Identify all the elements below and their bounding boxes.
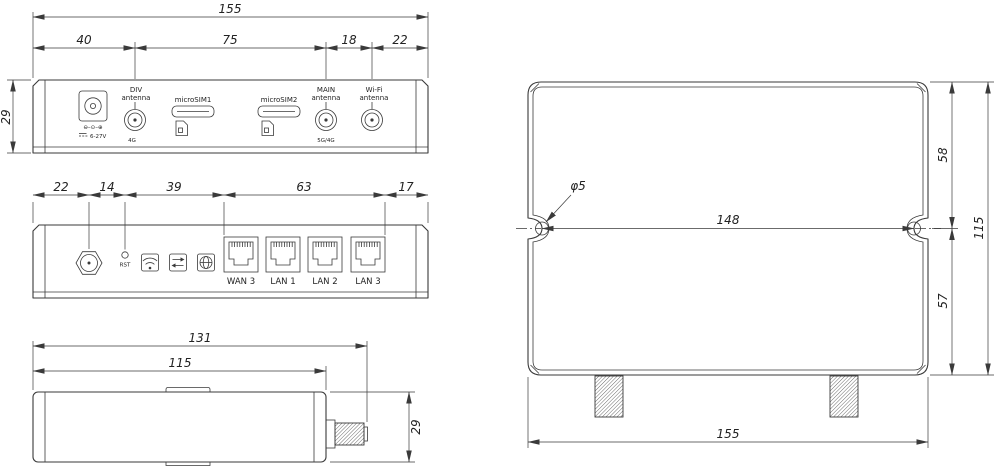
port-label: LAN 3: [355, 277, 380, 287]
main-tag-label: 5G/4G: [317, 138, 334, 144]
dim-text: 40: [76, 33, 92, 47]
port-label: WAN 3: [227, 277, 255, 287]
dim-text: 22: [392, 33, 407, 47]
side-dimension-lines: [32, 341, 415, 463]
dim-text: 155: [717, 427, 740, 441]
side-body-outline: [32, 391, 327, 463]
top-dimension-lines: [527, 81, 994, 448]
dim-text: 17: [398, 180, 414, 194]
wifi-antenna-label: antenna: [360, 94, 389, 102]
dim-text: 148: [717, 213, 740, 227]
front-dimension-lines: [7, 12, 429, 154]
hole-diameter-text: φ5: [570, 179, 586, 193]
front-panel-view: ⊖–⊙–⊕ 6-27V DIV antenna 4G microSIM1 mic…: [0, 2, 429, 154]
power-rating-label: 6-27V: [90, 134, 106, 140]
ethernet-port-lan1: [265, 236, 301, 273]
back-dimension-lines: [32, 192, 429, 250]
dim-text: 115: [169, 356, 192, 370]
dim-text: 29: [409, 419, 423, 434]
top-inner-wall: [532, 86, 924, 371]
data-arrows-icon: [169, 253, 187, 272]
top-view: 148 φ5 58 57 115 155: [516, 81, 994, 448]
dim-text: 57: [936, 293, 950, 309]
dim-text: 39: [166, 180, 181, 194]
dim-text: 29: [0, 109, 13, 124]
wifi-indicator-icon: [141, 253, 159, 272]
main-antenna-connector: [315, 109, 337, 131]
ethernet-port-lan3: [350, 236, 386, 273]
threaded-stud-left: [594, 375, 624, 418]
threaded-stud-right: [829, 375, 859, 418]
antenna-connector-side: [325, 419, 368, 449]
main-antenna-label: antenna: [312, 94, 341, 102]
power-jack: [78, 90, 108, 122]
port-label: LAN 2: [312, 277, 337, 287]
microsim2-slot: [257, 105, 301, 136]
dim-text: 22: [53, 180, 68, 194]
reset-label: RST: [120, 263, 131, 269]
wifi-antenna-connector: [361, 109, 383, 131]
reset-button-hole: [121, 251, 129, 259]
dc-symbol-icon: [79, 133, 88, 137]
top-body-outline: [527, 81, 929, 376]
div-antenna-label: DIV: [130, 86, 142, 94]
div-antenna-label: antenna: [122, 94, 151, 102]
dim-text: 155: [219, 2, 242, 16]
microsim1-slot: [171, 105, 215, 136]
microsim1-label: microSIM1: [175, 96, 212, 104]
ethernet-port-lan2: [307, 236, 343, 273]
dim-text: 131: [189, 331, 212, 345]
dim-text: 58: [936, 147, 950, 163]
port-label: LAN 1: [270, 277, 295, 287]
back-panel-view: RST WAN 3 LAN 1 LAN 2 LAN 3: [32, 180, 429, 299]
wifi-antenna-label: Wi-Fi: [366, 86, 383, 94]
div-antenna-connector: [124, 109, 146, 131]
ethernet-port-wan3: [223, 236, 259, 273]
microsim2-label: microSIM2: [261, 96, 298, 104]
globe-icon: [197, 253, 215, 272]
div-tag-label: 4G: [128, 138, 136, 144]
mount-foot: [165, 462, 211, 466]
back-body-outline: [32, 224, 429, 299]
main-antenna-label: MAIN: [317, 86, 335, 94]
sim-card-icon: [261, 120, 274, 136]
dim-text: 63: [296, 180, 311, 194]
side-view: 131 115 29: [32, 331, 423, 466]
sim-card-icon: [175, 120, 188, 136]
dim-text: 18: [341, 33, 357, 47]
dim-text: 115: [972, 217, 986, 240]
dim-text: 14: [99, 180, 114, 194]
dim-text: 75: [222, 33, 237, 47]
front-body-outline: [32, 79, 429, 154]
power-polarity-label: ⊖–⊙–⊕: [83, 125, 102, 131]
sim-cover-bump: [165, 387, 211, 392]
antenna-connector-hex: [75, 251, 103, 275]
